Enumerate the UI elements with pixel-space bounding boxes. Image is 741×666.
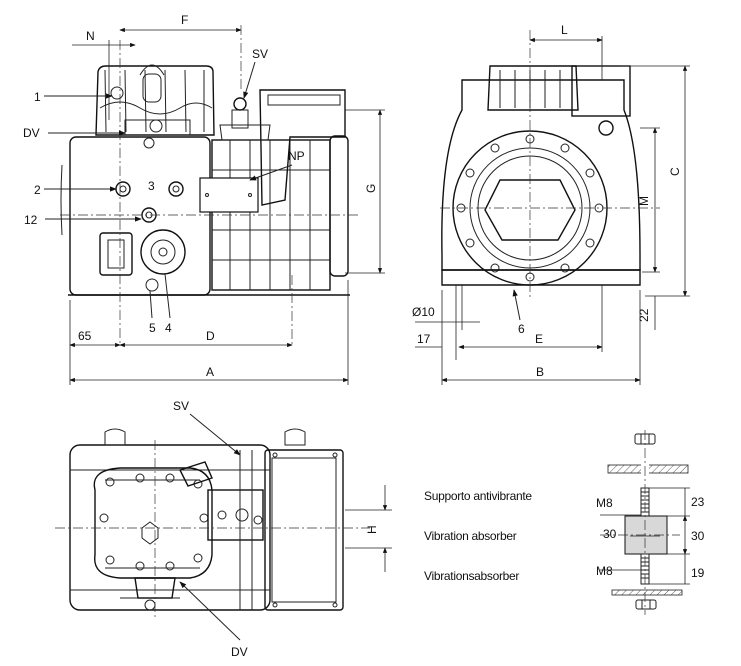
top-view-dimensions [179,413,392,641]
label-B: B [536,365,544,379]
port-2 [115,181,131,197]
label-22: 22 [637,308,651,322]
label-L: L [561,23,568,37]
label-E: E [535,332,543,346]
label-17: 17 [417,332,431,346]
label-2: 2 [34,183,41,197]
label-NP: NP [288,149,305,163]
absorber-width: 30 [603,527,617,541]
side-view [60,25,360,345]
label-3: 3 [148,179,155,193]
label-D: D [206,329,215,343]
label-4: 4 [165,321,172,335]
absorber-title-it: Supporto antivibrante [424,489,532,503]
top-view-motor [264,449,344,611]
label-65: 65 [78,329,92,343]
label-DV: DV [23,126,40,140]
front-view-head [487,65,579,111]
vibration-absorber-detail [600,430,690,615]
absorber-bolt-top: M8 [596,496,613,510]
absorber-title-en: Vibration absorber [424,529,517,543]
flange-bolts [456,134,604,282]
front-view [440,30,660,300]
side-view-crankcase [69,136,211,296]
label-SV: SV [252,47,268,61]
top-view-head [93,467,213,579]
label-phi10: Ø10 [412,305,435,319]
head-bolts [99,473,209,571]
side-view-dimensions [44,27,385,385]
side-view-terminal-box [259,89,346,206]
absorber-bolt-bottom: M8 [596,564,613,578]
oil-pump [140,229,186,275]
label-N: N [86,29,95,43]
label-SV-top-view: SV [173,399,189,413]
label-C: C [668,167,682,176]
label-M: M [637,196,651,206]
side-view-cylinder-head [95,65,215,136]
absorber-labels: Supporto antivibrante Vibration absorber… [424,489,705,583]
top-view-body [69,444,271,611]
absorber-dim-top: 23 [691,495,705,509]
port-3 [168,181,184,197]
mount-plate-bottom [611,589,683,596]
label-A: A [206,365,214,379]
label-G: G [364,184,378,193]
absorber-dim-mid: 30 [691,529,705,543]
drawing-labels: N F SV L 1 DV NP 2 3 12 5 4 65 D A Ø10 1… [23,13,682,659]
label-F: F [181,13,188,27]
top-view [55,428,370,620]
absorber-dim-bottom: 19 [691,566,705,580]
label-DV-top-view: DV [231,645,248,659]
label-H: H [365,525,379,534]
label-12: 12 [24,213,38,227]
front-view-dimensions [415,36,690,385]
sight-glass [99,232,133,276]
label-1: 1 [34,90,41,104]
label-6: 6 [518,322,525,336]
label-5: 5 [149,321,156,335]
absorber-title-de: Vibrationsabsorber [424,569,519,583]
front-view-housing [441,79,641,271]
